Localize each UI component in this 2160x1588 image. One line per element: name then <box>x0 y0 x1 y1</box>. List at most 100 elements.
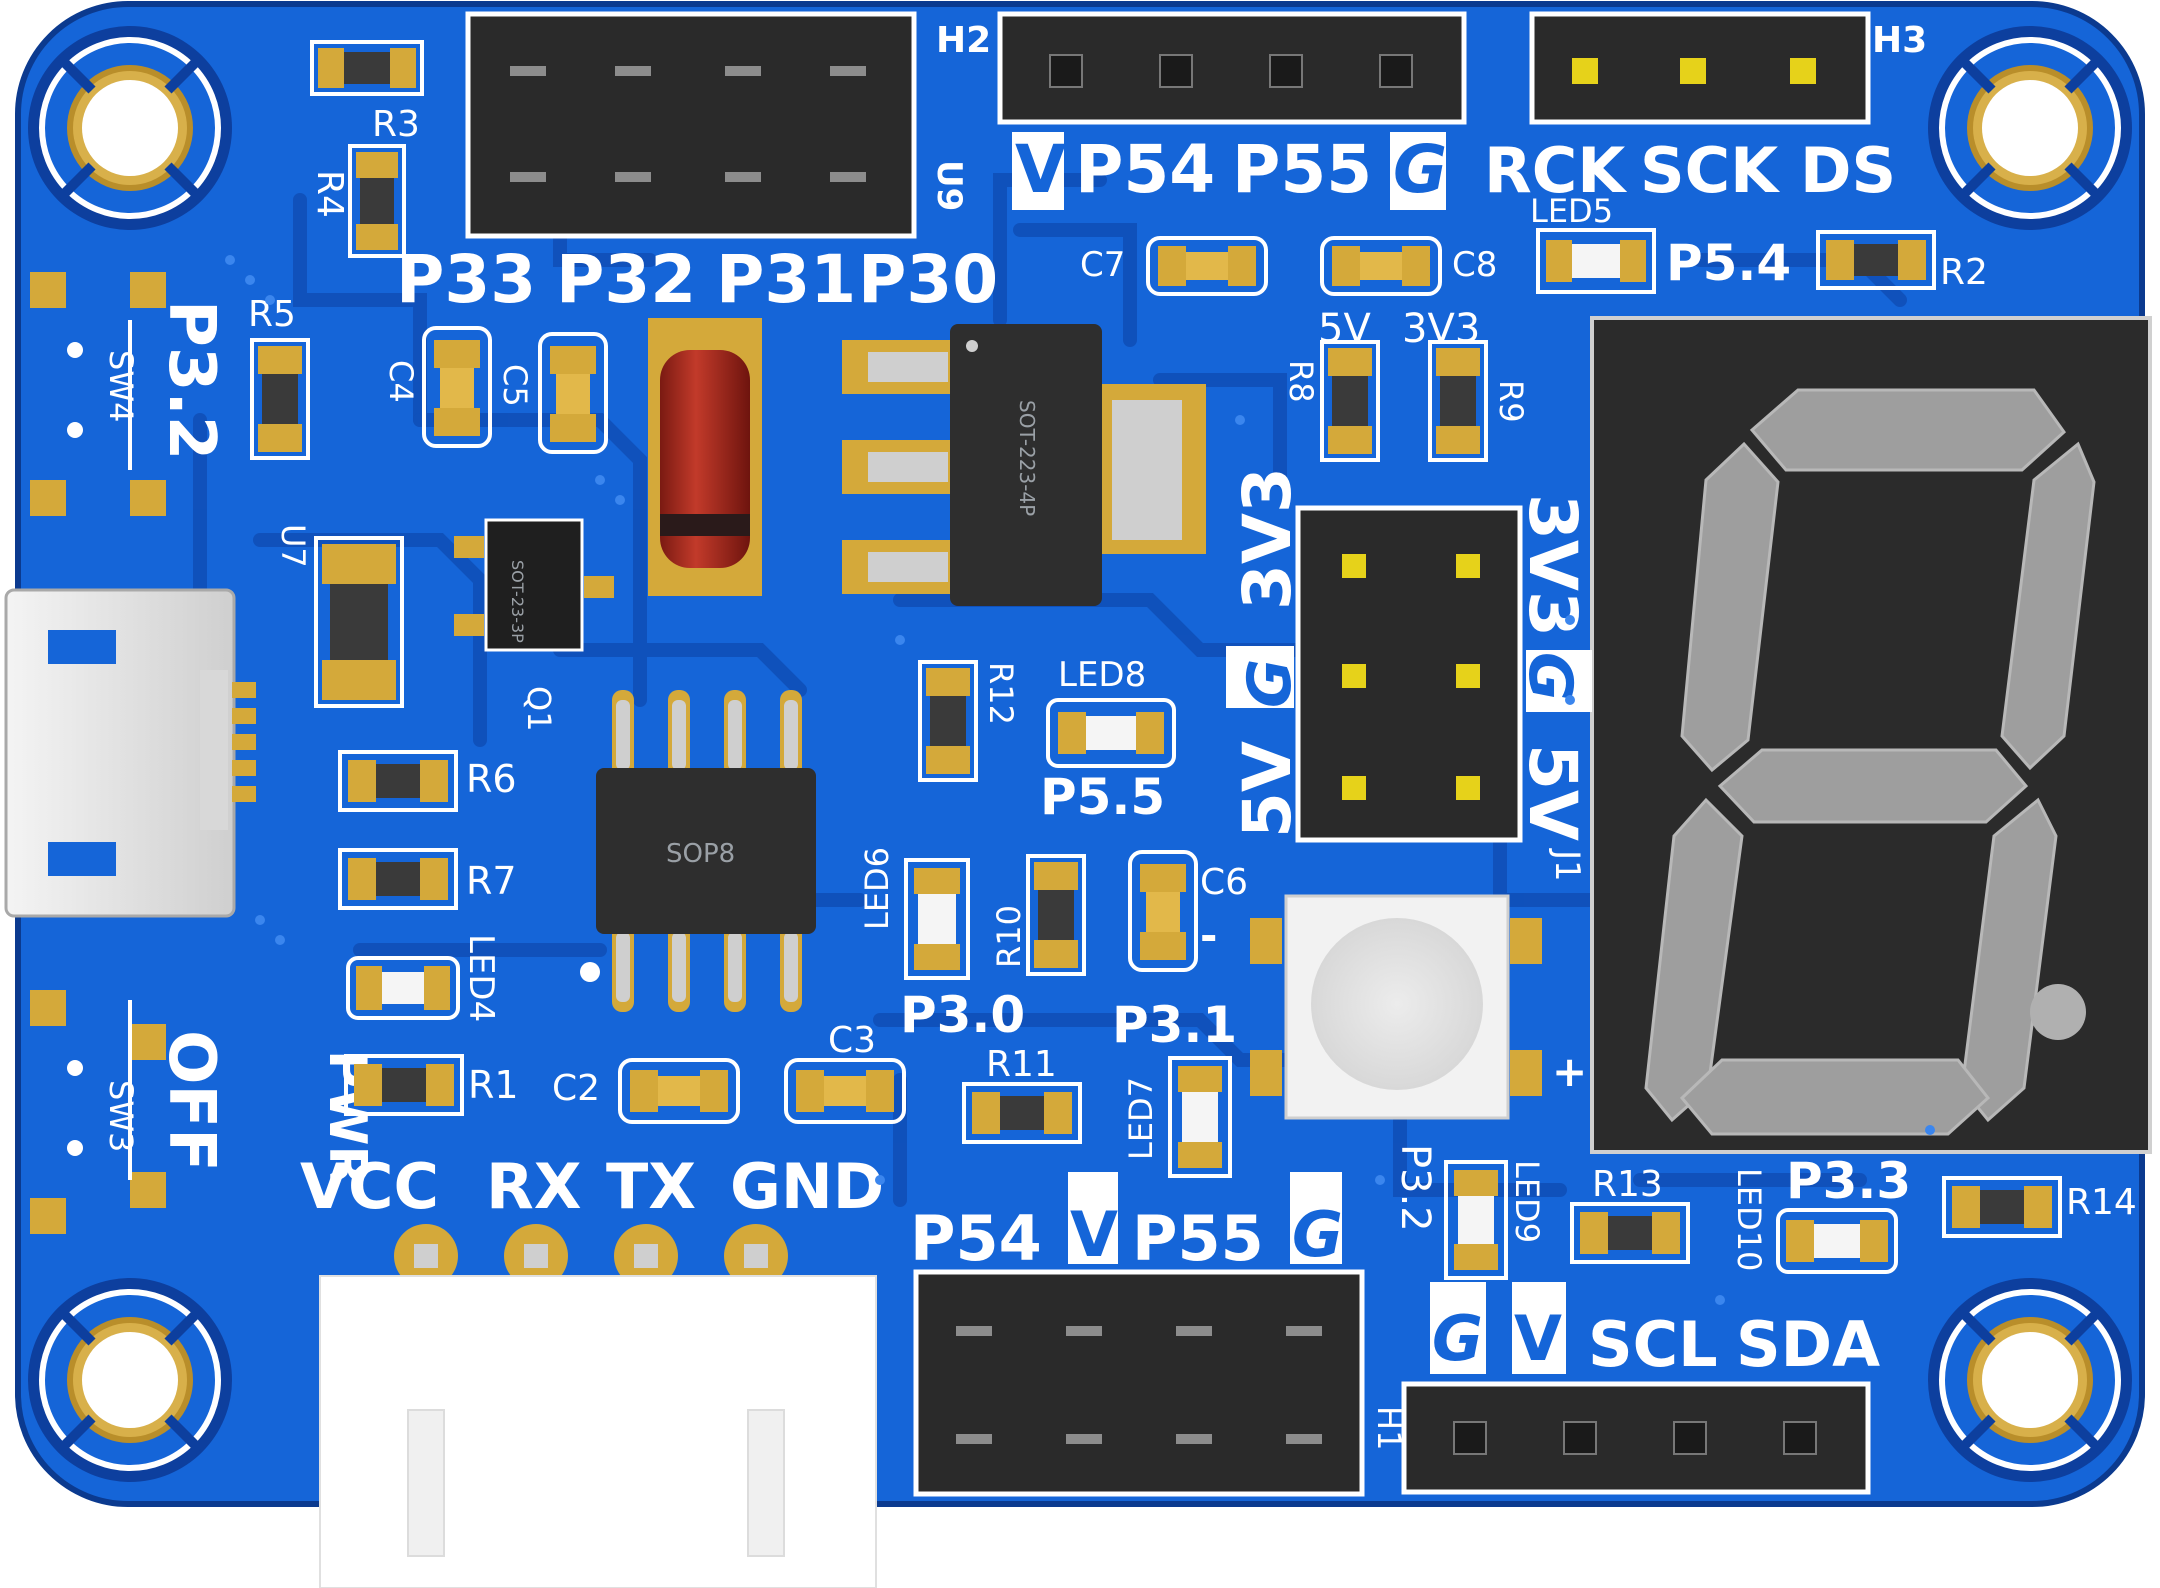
regulator-sot223 <box>842 324 1206 606</box>
j1-5v-left: 5V <box>1229 741 1306 838</box>
p55-bottom-label: P55 <box>1132 1202 1264 1275</box>
five-v-label: 5V <box>1318 306 1371 352</box>
j1-5v-right: 5V <box>1514 744 1591 841</box>
resistor-r4 <box>348 144 406 258</box>
r2-label: R2 <box>1940 252 1988 293</box>
push-button <box>1250 894 1542 1120</box>
led5-label: LED5 <box>1530 192 1613 230</box>
p5-4-label: P5.4 <box>1666 234 1791 292</box>
r11-label: R11 <box>986 1044 1057 1085</box>
diode <box>648 318 762 596</box>
mounting-hole-icon <box>28 26 232 230</box>
led9-label: LED9 <box>1508 1160 1546 1243</box>
c3-label: C3 <box>828 1020 876 1061</box>
g-h1-label: G <box>1432 1302 1483 1375</box>
p54-bottom-label: P54 <box>910 1202 1042 1275</box>
mounting-hole-icon <box>1928 26 2132 230</box>
resistor-r8 <box>1320 340 1380 462</box>
capacitor-c2 <box>618 1058 740 1124</box>
sot223-label: SOT-223-4P <box>1015 400 1039 516</box>
p33-label: P33 <box>396 241 536 318</box>
r14-label: R14 <box>2066 1182 2137 1223</box>
vcc-label: VCC <box>300 1150 439 1223</box>
resistor-r13 <box>1570 1202 1690 1264</box>
c6-label: C6 <box>1200 862 1248 903</box>
v-h1-label: V <box>1514 1302 1562 1375</box>
sw4-label: SW4 <box>102 350 140 422</box>
ic-u7 <box>314 536 404 708</box>
r9-label: R9 <box>1492 380 1530 423</box>
led-led7 <box>1168 1056 1232 1178</box>
led4-label: LED4 <box>461 934 501 1022</box>
pin-header-u9 <box>465 11 917 239</box>
sw3-label: SW3 <box>102 1080 140 1152</box>
led-led6 <box>904 858 970 980</box>
r7-label: R7 <box>466 859 517 903</box>
j1-3v3-left: 3V3 <box>1229 467 1306 610</box>
r10-label: R10 <box>990 905 1028 968</box>
ds-label: DS <box>1800 134 1896 207</box>
seven-segment-display <box>1590 316 2152 1154</box>
mounting-hole-icon <box>1928 1278 2132 1482</box>
c8-label: C8 <box>1452 245 1497 285</box>
g-bottom-label: G <box>1292 1198 1343 1271</box>
usb-connector <box>4 588 256 918</box>
led7-label: LED7 <box>1122 1077 1160 1160</box>
led-led10 <box>1776 1208 1898 1274</box>
r4-label: R4 <box>309 170 350 218</box>
h3-label: H3 <box>1872 20 1927 61</box>
minus-label: - <box>1200 911 1217 960</box>
p32-label: P32 <box>556 241 696 318</box>
scl-label: SCL <box>1588 1308 1718 1381</box>
plus-label: + <box>1552 1047 1587 1096</box>
pin-header-bottom <box>913 1269 1365 1497</box>
led-led9 <box>1444 1160 1508 1280</box>
p5-5-label: P5.5 <box>1040 768 1165 826</box>
led6-label: LED6 <box>858 847 896 930</box>
mounting-hole-icon <box>28 1278 232 1482</box>
sck-label: SCK <box>1640 134 1780 207</box>
capacitor-c7 <box>1146 236 1268 296</box>
h2-label: H2 <box>936 20 991 61</box>
resistor-r11 <box>962 1082 1082 1144</box>
r6-label: R6 <box>466 757 517 801</box>
vias <box>225 255 1935 1305</box>
led-led8 <box>1046 698 1176 768</box>
ic-sop8 <box>580 690 816 1012</box>
r12-label: R12 <box>982 662 1020 725</box>
transistor-q1 <box>454 518 614 652</box>
j1-label: J1 <box>1547 848 1587 882</box>
p55-top-label: P55 <box>1232 131 1372 208</box>
v-bottom-label: V <box>1070 1198 1118 1271</box>
rck-label: RCK <box>1484 134 1627 207</box>
p3-0-label: P3.0 <box>900 986 1025 1044</box>
h1-label: H1 <box>1370 1406 1408 1450</box>
pin-header-h1 <box>1401 1381 1871 1495</box>
switch-sw3 <box>30 990 166 1234</box>
off-label: OFF <box>154 1030 228 1172</box>
capacitor-c3 <box>784 1058 906 1124</box>
resistor-r2 <box>1816 230 1936 290</box>
resistor-r14 <box>1942 1176 2062 1238</box>
led10-label: LED10 <box>1730 1168 1768 1271</box>
three-v3-label: 3V3 <box>1402 306 1480 352</box>
j1-g-right: G <box>1515 652 1585 701</box>
r8-label: R8 <box>1282 360 1320 403</box>
p54-top-label: P54 <box>1075 131 1215 208</box>
capacitor-c4 <box>422 326 492 448</box>
r3-label: R3 <box>372 104 420 145</box>
p3-1-label: P3.1 <box>1112 996 1237 1054</box>
c7-label: C7 <box>1080 245 1125 285</box>
led-led5 <box>1536 228 1656 294</box>
c4-label: C4 <box>382 360 420 403</box>
gnd-label: GND <box>730 1150 884 1223</box>
q1-label: Q1 <box>520 686 558 732</box>
uart-connector <box>319 1224 877 1588</box>
g-top-label: G <box>1393 131 1447 208</box>
resistor-r7 <box>338 848 458 910</box>
tx-label: TX <box>606 1150 696 1223</box>
p3-2-bottom-label: P3.2 <box>1392 1144 1438 1232</box>
resistor-r3 <box>310 40 424 96</box>
sop8-label: SOP8 <box>666 839 735 869</box>
